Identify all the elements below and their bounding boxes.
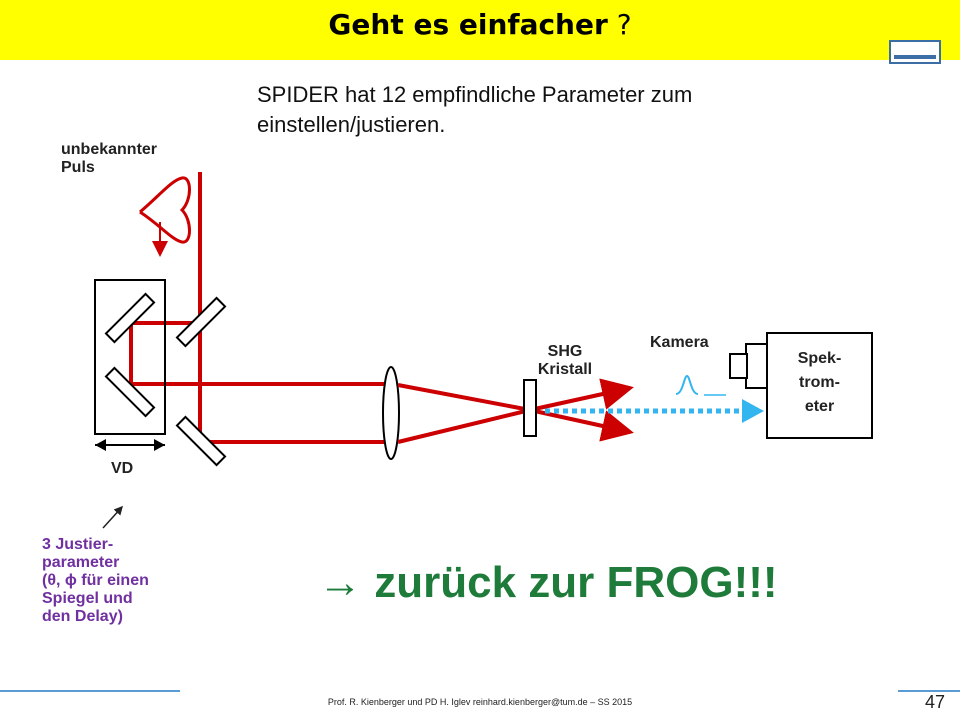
- focusing-lens: [382, 366, 400, 460]
- camera-body: [745, 343, 767, 389]
- unknown-pulse-shape: [139, 176, 191, 244]
- label-shg-kristall: SHG Kristall: [537, 343, 593, 378]
- label-vd: VD: [111, 460, 134, 477]
- spectrometer-box: [766, 332, 873, 439]
- delay-box: [94, 279, 166, 435]
- vd-arrow-head-left: [95, 439, 106, 451]
- camera-lens: [729, 353, 748, 379]
- right-arrow-icon: →: [318, 558, 362, 607]
- label-kamera: Kamera: [650, 334, 709, 351]
- footer-line-right: [898, 690, 960, 692]
- vd-arrow-head-right: [154, 439, 165, 451]
- frog-text: zurück zur FROG!!!: [374, 558, 778, 607]
- intro-text: SPIDER hat 12 empfindliche Parameter zum…: [257, 80, 877, 140]
- justier-parameter-note: 3 Justier- parameter (θ, ϕ für einen Spi…: [42, 536, 149, 625]
- intro-line-2: einstellen/justieren.: [257, 112, 446, 137]
- intro-line-1: SPIDER hat 12 empfindliche Parameter zum: [257, 82, 693, 107]
- slide-title: Geht es einfacher ?: [0, 8, 960, 41]
- title-suffix: ?: [607, 8, 632, 41]
- footer-text: Prof. R. Kienberger und PD H. Iglev rein…: [327, 697, 633, 707]
- slide-logo-icon: [889, 40, 941, 64]
- focused-beam-lower: [397, 408, 531, 444]
- diverging-beam-lower: [529, 408, 634, 442]
- justier-pointer-arrow: [102, 505, 124, 529]
- beamsplitter-upper: [175, 296, 227, 348]
- title-text: Geht es einfacher: [328, 8, 608, 41]
- shg-signal-arrow-head: [742, 399, 764, 423]
- delay-mirror-lower: [104, 366, 156, 418]
- label-spektrometer: Spek- trom- eter: [797, 350, 842, 415]
- title-bar: [0, 0, 960, 60]
- label-unbekannter-puls: unbekannter Puls: [61, 141, 158, 176]
- page-number: 47: [925, 692, 946, 712]
- frog-conclusion: → zurück zur FROG!!!: [318, 558, 778, 608]
- mirror-lower: [175, 415, 227, 467]
- diverging-beam-upper: [529, 378, 634, 412]
- shg-signal-pulse: [675, 374, 699, 395]
- footer-line-left: [0, 690, 180, 692]
- focused-beam-upper: [397, 383, 531, 412]
- delay-mirror-upper: [104, 292, 156, 344]
- shg-crystal: [523, 379, 537, 437]
